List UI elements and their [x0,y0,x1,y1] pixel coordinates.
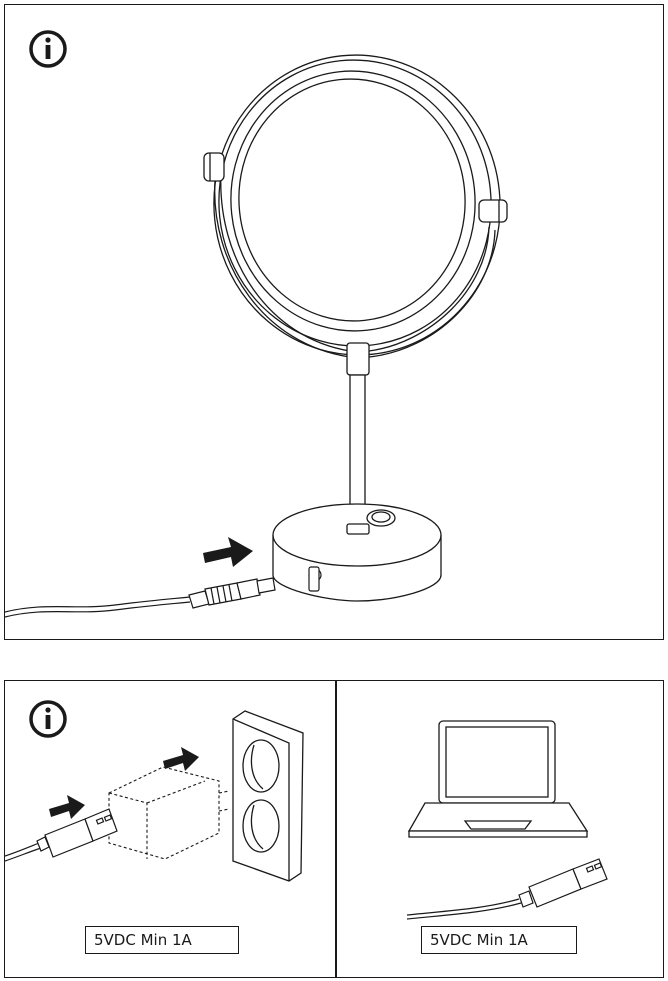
wall-socket [232,710,304,882]
mirror-base [272,503,442,602]
power-adapter [108,766,230,860]
info-icon [29,30,67,68]
push-arrow-icon [49,795,85,819]
pivot-knob-left [203,152,225,182]
adapter-spec-label: 5VDC Min 1A [85,926,239,954]
barrel-plug [188,577,276,609]
panel-divider [335,681,337,977]
laptop [407,720,589,838]
push-arrow-icon [203,537,253,567]
push-arrow-icon [163,747,199,771]
pivot-knob-right [478,199,508,223]
info-icon [29,700,67,738]
power-cable [5,596,191,618]
mirror-head [213,54,501,358]
power-source-illustration [5,700,608,920]
usb-plug [5,808,118,862]
mirror-assembly-panel [4,4,664,640]
mirror-illustration [5,30,508,618]
power-source-panel: 5VDC Min 1A 5VDC Min 1A [4,680,664,978]
charging-port [308,566,322,592]
laptop-spec-label: 5VDC Min 1A [421,926,577,954]
usb-plug [406,858,608,920]
